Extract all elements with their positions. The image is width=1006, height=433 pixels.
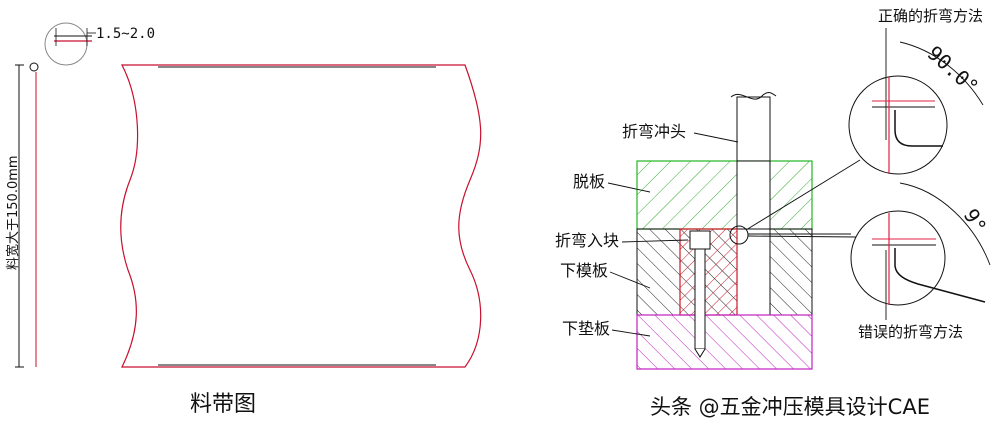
punch-break-line [730, 92, 777, 100]
stripper-leader [607, 182, 651, 193]
wrong-bend-detail: 9° 错误的折弯方法 [850, 182, 992, 341]
wrong-bend-title: 错误的折弯方法 [858, 323, 963, 341]
strip-drawing: 1.5~2.0 料宽大于150.0mm 料带图 [5, 22, 482, 417]
watermark: 头条 @五金冲压模具设计CAE [650, 395, 930, 419]
correct-bend-detail: 正确的折弯方法 90.0° [848, 7, 984, 175]
detail-marker [29, 62, 39, 72]
detail-circle [44, 22, 88, 66]
tolerance-label: 1.5~2.0 [96, 26, 155, 42]
bend-detail-marker [729, 225, 749, 245]
lower-die-leader [609, 271, 651, 289]
width-label: 料宽大于150.0mm [5, 155, 21, 270]
wrong-detail-circle [850, 210, 946, 306]
stripper-label: 脱板 [573, 172, 605, 191]
backing-leader [611, 329, 651, 337]
punch-leader [693, 132, 739, 143]
screw-shank [694, 248, 706, 350]
strip-caption: 料带图 [190, 392, 256, 417]
backing-plate-label: 下垫板 [562, 319, 610, 338]
screw-tip [694, 348, 706, 358]
lower-die-label: 下模板 [560, 261, 608, 280]
wrong-angle-label: 9° [959, 205, 992, 238]
backing-plate [636, 314, 813, 370]
correct-detail-circle [848, 75, 948, 175]
screw-head [689, 230, 711, 250]
insert-label: 折弯入块 [555, 231, 619, 250]
stripper-plate [636, 160, 813, 230]
correct-bend-title: 正确的折弯方法 [878, 7, 983, 25]
punch-label: 折弯冲头 [622, 122, 686, 141]
wrong-bend-curve [894, 248, 986, 303]
wrong-angle-arc [899, 182, 991, 266]
punch-through-stripper [736, 160, 771, 230]
insert-leader [621, 239, 689, 243]
leader-to-correct [745, 159, 861, 231]
strip-outline [120, 64, 482, 368]
punch-through-die [736, 228, 771, 316]
correct-angle-label: 90.0° [923, 41, 984, 99]
angle-arc [899, 41, 984, 106]
leader-to-wrong [747, 235, 857, 238]
die-section: 折弯冲头 脱板 折弯入块 下模板 下垫板 [555, 92, 861, 370]
correct-bend-curve [894, 110, 943, 147]
